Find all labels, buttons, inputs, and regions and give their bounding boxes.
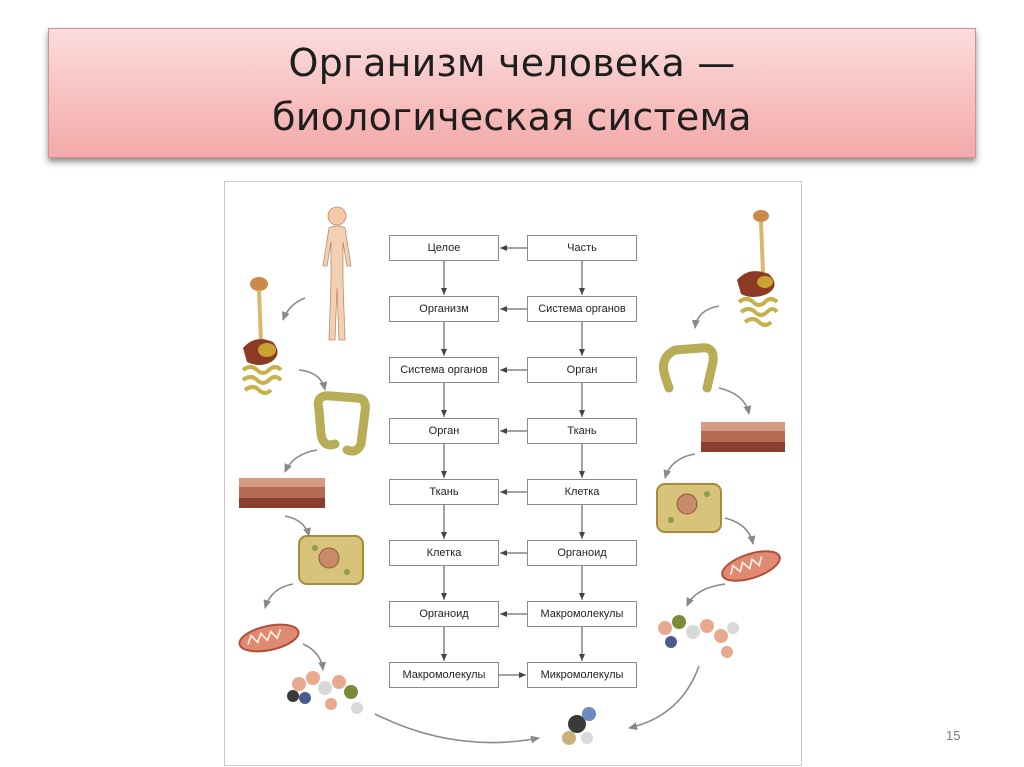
left-box-3: Орган [389, 418, 499, 444]
title-line-1: Организм человека — [288, 41, 736, 85]
right-box-4: Клетка [527, 479, 637, 505]
right-box-2: Орган [527, 357, 637, 383]
right-box-5: Органоид [527, 540, 637, 566]
right-box-0: Часть [527, 235, 637, 261]
figure-graphics [238, 206, 785, 745]
macromolecule-icon-right [658, 615, 739, 658]
digestive-system-icon-right [737, 210, 779, 327]
cell-icon [298, 535, 364, 585]
title-line-2: биологическая система [272, 95, 752, 139]
left-box-2: Система органов [389, 357, 499, 383]
right-box-3: Ткань [527, 418, 637, 444]
left-box-6: Органоид [389, 601, 499, 627]
digestive-system-icon [241, 277, 283, 395]
cell-icon-right [656, 483, 722, 533]
intestine-icon [313, 391, 370, 456]
left-box-7: Макромолекулы [389, 662, 499, 688]
right-box-6: Макромолекулы [527, 601, 637, 627]
flow-arrows [441, 245, 585, 678]
left-box-5: Клетка [389, 540, 499, 566]
right-box-1: Система органов [527, 296, 637, 322]
left-box-0: Целое [389, 235, 499, 261]
page-number: 15 [946, 728, 961, 743]
mitochondrion-icon [238, 623, 300, 653]
mitochondrion-icon-right [721, 550, 781, 582]
right-box-7: Микромолекулы [527, 662, 637, 688]
left-box-1: Организм [389, 296, 499, 322]
tissue-icon [239, 478, 325, 508]
left-box-4: Ткань [389, 479, 499, 505]
tissue-icon-right [701, 422, 785, 452]
human-body-icon [322, 206, 352, 341]
title-banner: Организм человека — биологическая систем… [48, 28, 976, 158]
illustration-arrows [263, 297, 756, 744]
micromolecule-icon [562, 707, 596, 745]
intestine-icon-right [658, 343, 718, 393]
macromolecule-icon [287, 671, 363, 714]
